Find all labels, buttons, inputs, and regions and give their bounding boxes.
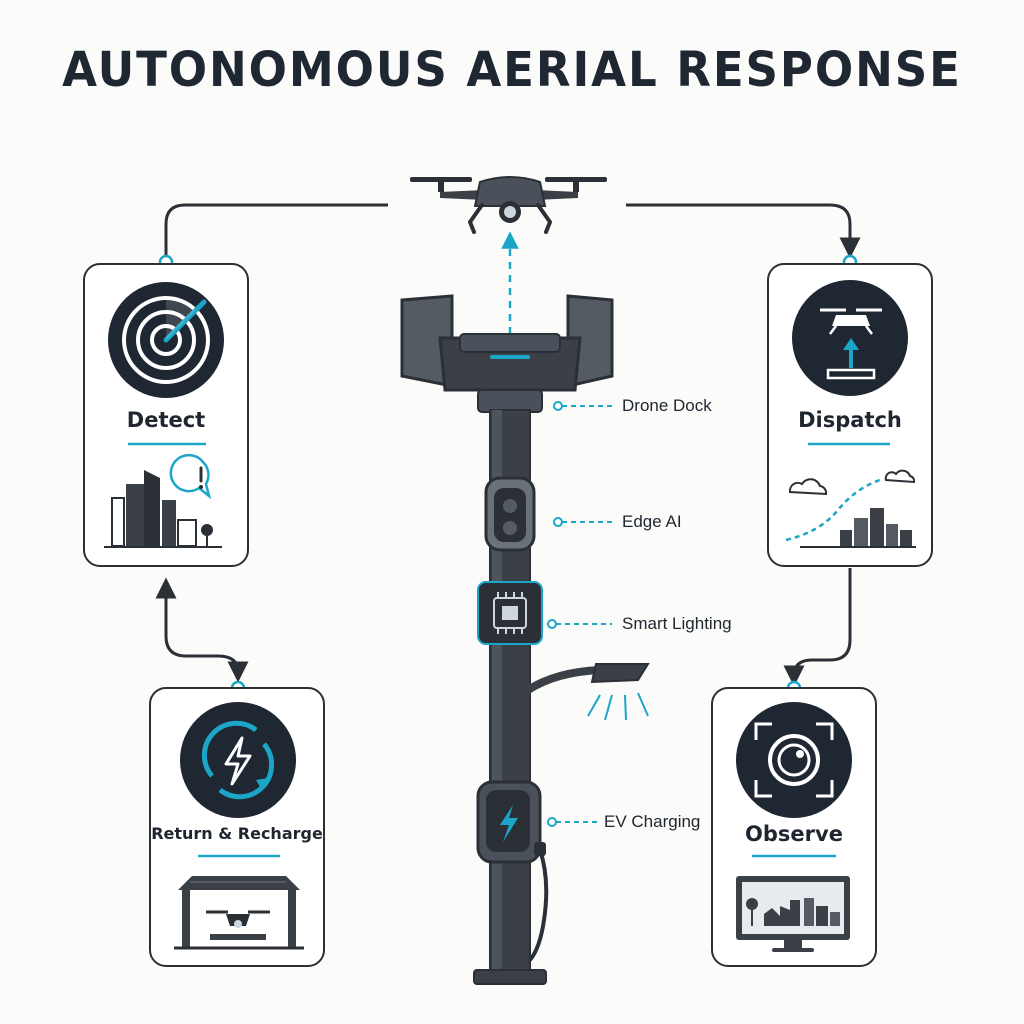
smart-pole <box>400 294 650 985</box>
page-title: AUTONOMOUS AERIAL RESPONSE <box>62 42 962 98</box>
connector-drone-to-dispatch <box>626 203 861 259</box>
card-observe <box>711 687 877 967</box>
light-beams <box>587 692 649 721</box>
component-label-smart-lighting: Smart Lighting <box>622 614 732 633</box>
camera-focus-icon <box>736 702 852 818</box>
card-recharge <box>149 687 325 967</box>
connector-detect-recharge <box>155 577 249 683</box>
lightning-recharge-icon <box>180 702 296 818</box>
stage-label-recharge: Return & Recharge <box>151 824 323 843</box>
component-label-ev-charging: EV Charging <box>604 812 701 831</box>
component-label-drone-dock: Drone Dock <box>622 396 712 415</box>
component-label-edge-ai: Edge AI <box>622 512 682 531</box>
card-dispatch <box>767 263 933 567</box>
drone-icon <box>410 176 607 234</box>
card-detect <box>83 263 249 567</box>
charging-hangar-icon <box>174 876 304 950</box>
connector-drone-to-detect <box>164 203 388 256</box>
monitor-icon <box>736 876 850 952</box>
stage-label-dispatch: Dispatch <box>798 408 902 432</box>
radar-icon <box>108 282 224 398</box>
connector-dispatch-to-observe <box>783 568 852 687</box>
component-leaders <box>547 401 612 827</box>
city-alert-icon <box>104 453 222 548</box>
stage-label-observe: Observe <box>745 822 843 846</box>
drone-launch-icon <box>792 280 908 396</box>
flight-path-icon <box>785 469 916 548</box>
stage-label-detect: Detect <box>126 408 206 432</box>
